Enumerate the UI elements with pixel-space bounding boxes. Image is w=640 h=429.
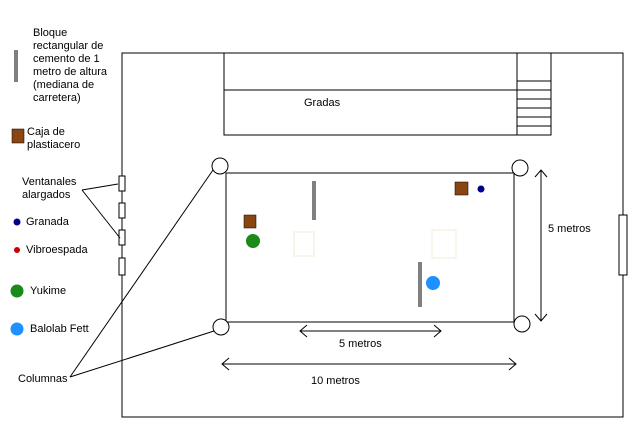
stands-label: Gradas (304, 97, 341, 109)
column (211, 157, 229, 175)
plastiacero-box (243, 214, 257, 229)
column (513, 315, 531, 333)
window (118, 202, 126, 219)
dim-arrow-inner-width (299, 324, 442, 338)
legend-windows-label: Ventanales alargados (22, 176, 77, 201)
legend-box-label: Caja de plastiacero (27, 126, 81, 151)
window (618, 214, 628, 276)
legend-yukime-label: Yukime (30, 285, 67, 297)
yukime-token (246, 234, 260, 248)
legend-grenade-icon (13, 218, 21, 226)
dim-height-label: 5 metros (548, 223, 591, 235)
balolab-token (426, 276, 440, 290)
legend-box-icon (11, 128, 25, 144)
dim-arrow-vertical (534, 169, 548, 322)
grenade-token (477, 185, 485, 193)
legend-vibroblade-icon (14, 247, 20, 253)
legend-cement-label: Bloque rectangular de cemento de 1 metro… (33, 27, 107, 104)
legend-cement-icon (14, 50, 18, 82)
legend-grenade-label: Granada (26, 216, 69, 228)
window (118, 175, 126, 192)
dim-outer-width-label: 10 metros (311, 375, 360, 387)
dim-inner-width-label: 5 metros (339, 338, 382, 350)
columns-leader (69, 169, 215, 378)
inner-arena (225, 172, 515, 323)
dim-arrow-outer-width (221, 357, 517, 371)
column (212, 318, 230, 336)
window (118, 257, 126, 276)
column (511, 159, 529, 177)
faint-square (293, 231, 315, 257)
legend-vibroblade-label: Vibroespada (26, 244, 88, 256)
windows-leader (81, 183, 121, 239)
legend-columns-label: Columnas (18, 373, 68, 385)
legend-balolab-label: Balolab Fett (30, 323, 89, 335)
plastiacero-box (454, 181, 469, 196)
faint-square (431, 229, 457, 259)
legend-balolab-icon (10, 322, 24, 336)
stands (223, 52, 552, 136)
cement-block (418, 262, 422, 307)
legend-yukime-icon (10, 284, 24, 298)
cement-block (312, 181, 316, 220)
